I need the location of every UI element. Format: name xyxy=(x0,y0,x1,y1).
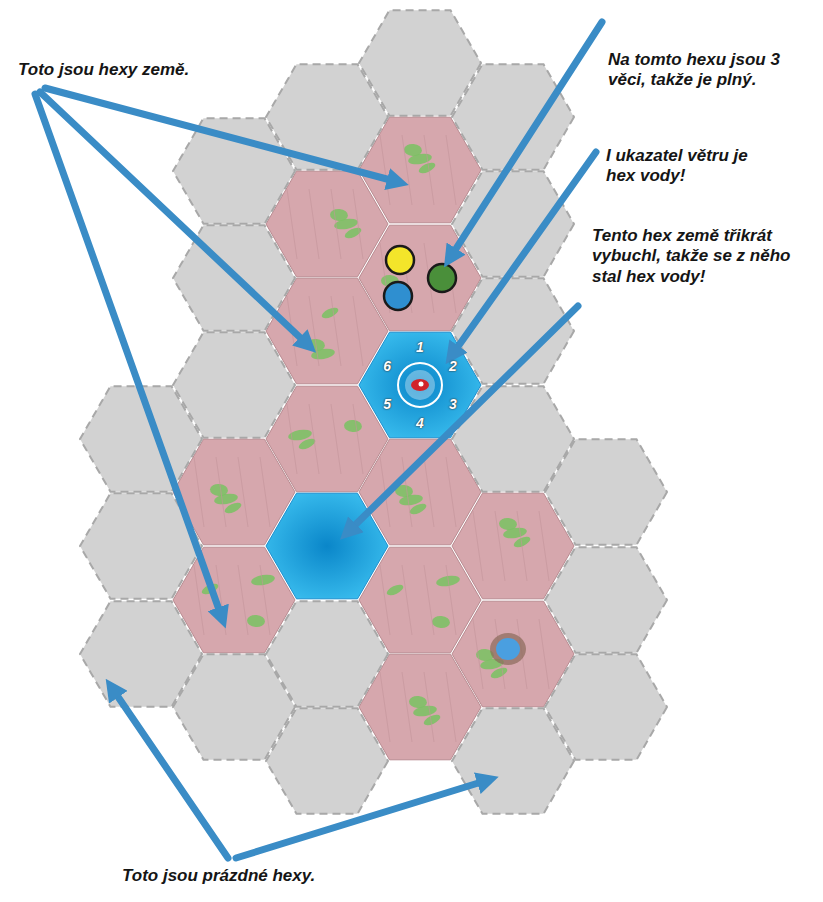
empty-hex xyxy=(80,601,202,707)
wind-marker xyxy=(411,379,429,391)
ground-texture xyxy=(473,619,483,689)
ground-texture xyxy=(194,565,204,635)
grass-patch xyxy=(210,483,229,497)
wind-marker-dot xyxy=(419,382,424,387)
ground-texture xyxy=(309,296,319,366)
leader-arrow xyxy=(348,306,578,532)
wind-center xyxy=(405,370,435,400)
wind-ring xyxy=(398,363,442,407)
leader-arrow xyxy=(236,780,488,858)
ground-texture xyxy=(238,565,248,635)
ground-texture xyxy=(517,511,527,581)
ground-texture xyxy=(194,457,204,527)
grass-patch xyxy=(499,517,518,531)
empty-hex xyxy=(173,118,295,224)
token xyxy=(384,282,412,310)
callout-text: Tento hex země třikrát vybuchl, takže se… xyxy=(592,226,814,287)
ground-texture xyxy=(260,565,270,635)
ground-texture xyxy=(331,189,341,259)
ground-texture xyxy=(216,457,226,527)
ground-texture xyxy=(539,619,549,689)
ground-texture xyxy=(446,565,456,635)
ground-texture xyxy=(539,511,549,581)
grass-patch xyxy=(247,614,266,628)
grass-patch xyxy=(344,419,363,433)
callout-text: Na tomto hexu jsou 3 věci, takže je plný… xyxy=(608,50,813,91)
wind-number: 3 xyxy=(449,397,457,411)
ground-texture xyxy=(287,404,297,474)
ground-texture xyxy=(402,135,412,205)
empty-hex xyxy=(545,547,667,653)
ground-texture xyxy=(380,135,390,205)
wind-number: 5 xyxy=(383,397,391,411)
ground-texture xyxy=(309,404,319,474)
grass-patch xyxy=(432,615,451,629)
token xyxy=(428,264,456,292)
callout-text: I ukazatel větru je hex vody! xyxy=(606,146,776,187)
ground-texture xyxy=(424,457,434,527)
wind-number: 6 xyxy=(383,359,391,373)
ground-texture xyxy=(402,565,412,635)
leader-arrow xyxy=(112,688,228,858)
ground-texture xyxy=(238,457,248,527)
ground-texture xyxy=(473,511,483,581)
ground-texture xyxy=(331,404,341,474)
ground-texture xyxy=(353,189,363,259)
leader-arrow xyxy=(45,88,398,182)
empty-hex xyxy=(80,386,202,492)
empty-hex xyxy=(545,439,667,545)
ground-texture xyxy=(353,296,363,366)
wind-number: 2 xyxy=(449,359,457,373)
ground-texture xyxy=(446,457,456,527)
empty-hex xyxy=(545,654,667,760)
leader-arrow xyxy=(452,152,596,355)
leader-arrow xyxy=(450,22,602,258)
wind-number: 4 xyxy=(416,416,424,430)
ground-texture xyxy=(353,404,363,474)
ground-texture xyxy=(402,672,412,742)
grass-patch xyxy=(385,583,405,598)
grass-patch xyxy=(330,208,349,222)
grass-patch xyxy=(409,695,428,709)
ground-texture xyxy=(424,565,434,635)
ground-texture xyxy=(495,511,505,581)
crater xyxy=(490,633,526,665)
wind-number: 1 xyxy=(416,340,424,354)
leader-arrow xyxy=(35,94,222,618)
callout-text: Toto jsou prázdné hexy. xyxy=(122,866,422,886)
ground-texture xyxy=(287,189,297,259)
grass-patch xyxy=(404,143,423,157)
ground-texture xyxy=(260,457,270,527)
grass-patch xyxy=(320,306,340,321)
ground-texture xyxy=(424,672,434,742)
ground-texture xyxy=(424,135,434,205)
crater-water xyxy=(496,638,520,660)
callout-text: Toto jsou hexy země. xyxy=(18,60,238,80)
ground-texture xyxy=(446,135,456,205)
ground-texture xyxy=(446,672,456,742)
ground-texture xyxy=(331,296,341,366)
token xyxy=(386,246,414,274)
ground-texture xyxy=(380,672,390,742)
ground-texture xyxy=(380,565,390,635)
ground-texture xyxy=(309,189,319,259)
